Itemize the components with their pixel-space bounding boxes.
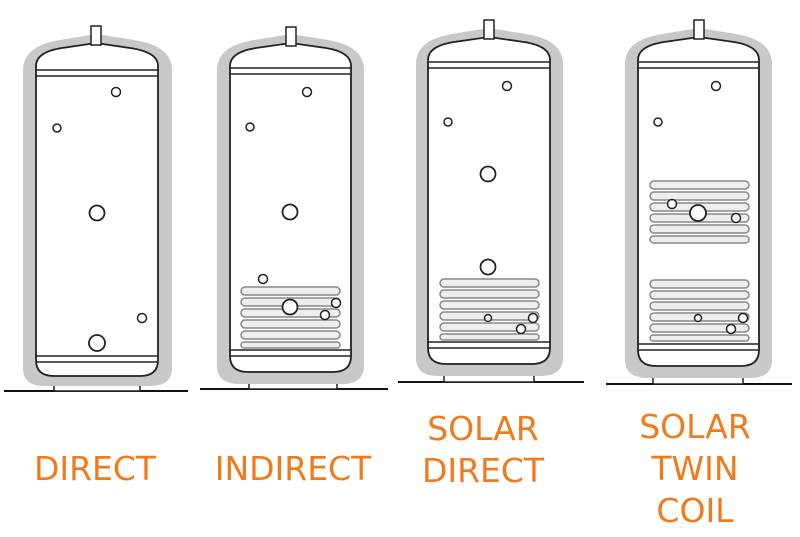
port <box>479 165 497 183</box>
label-line: DIRECT <box>33 449 157 488</box>
top-pipe <box>285 26 297 47</box>
label-line: INDIRECT <box>214 449 372 488</box>
port <box>730 212 742 224</box>
port <box>281 203 299 221</box>
port <box>443 117 453 127</box>
port <box>693 313 703 323</box>
port <box>737 312 749 324</box>
heating-coil <box>439 278 540 341</box>
label-indirect: INDIRECT <box>197 448 389 490</box>
label-line: TWIN <box>651 449 739 488</box>
heating-coil <box>240 286 341 349</box>
port <box>515 323 527 335</box>
label-solar-twin-coil: SOLAR TWIN COIL <box>610 406 780 532</box>
label-line: COIL <box>656 491 734 530</box>
top-pipe <box>693 19 705 40</box>
port <box>483 313 493 323</box>
port <box>88 204 106 222</box>
tank-solar-twin-coil <box>606 19 792 385</box>
port <box>245 122 255 132</box>
label-line: SOLAR <box>639 407 751 446</box>
port <box>330 297 342 309</box>
port <box>666 198 678 210</box>
port <box>110 86 122 98</box>
port <box>689 204 707 222</box>
top-pipe <box>90 25 102 46</box>
label-line: DIRECT <box>421 451 545 490</box>
port <box>136 312 148 324</box>
port <box>52 123 62 133</box>
lower-heating-coil <box>649 279 750 342</box>
port <box>301 86 313 98</box>
tank-direct <box>4 25 188 392</box>
port <box>319 309 331 321</box>
port <box>653 117 663 127</box>
port <box>257 273 269 285</box>
port <box>501 80 513 92</box>
port <box>281 298 299 316</box>
tank-solar-direct <box>398 19 584 383</box>
label-solar-direct: SOLAR DIRECT <box>398 408 568 492</box>
port <box>725 323 737 335</box>
port <box>710 80 722 92</box>
port <box>88 334 106 352</box>
top-pipe <box>483 19 495 40</box>
port <box>527 312 539 324</box>
port <box>479 258 497 276</box>
label-direct: DIRECT <box>10 448 180 490</box>
tank-indirect <box>200 26 388 390</box>
label-line: SOLAR <box>427 409 539 448</box>
